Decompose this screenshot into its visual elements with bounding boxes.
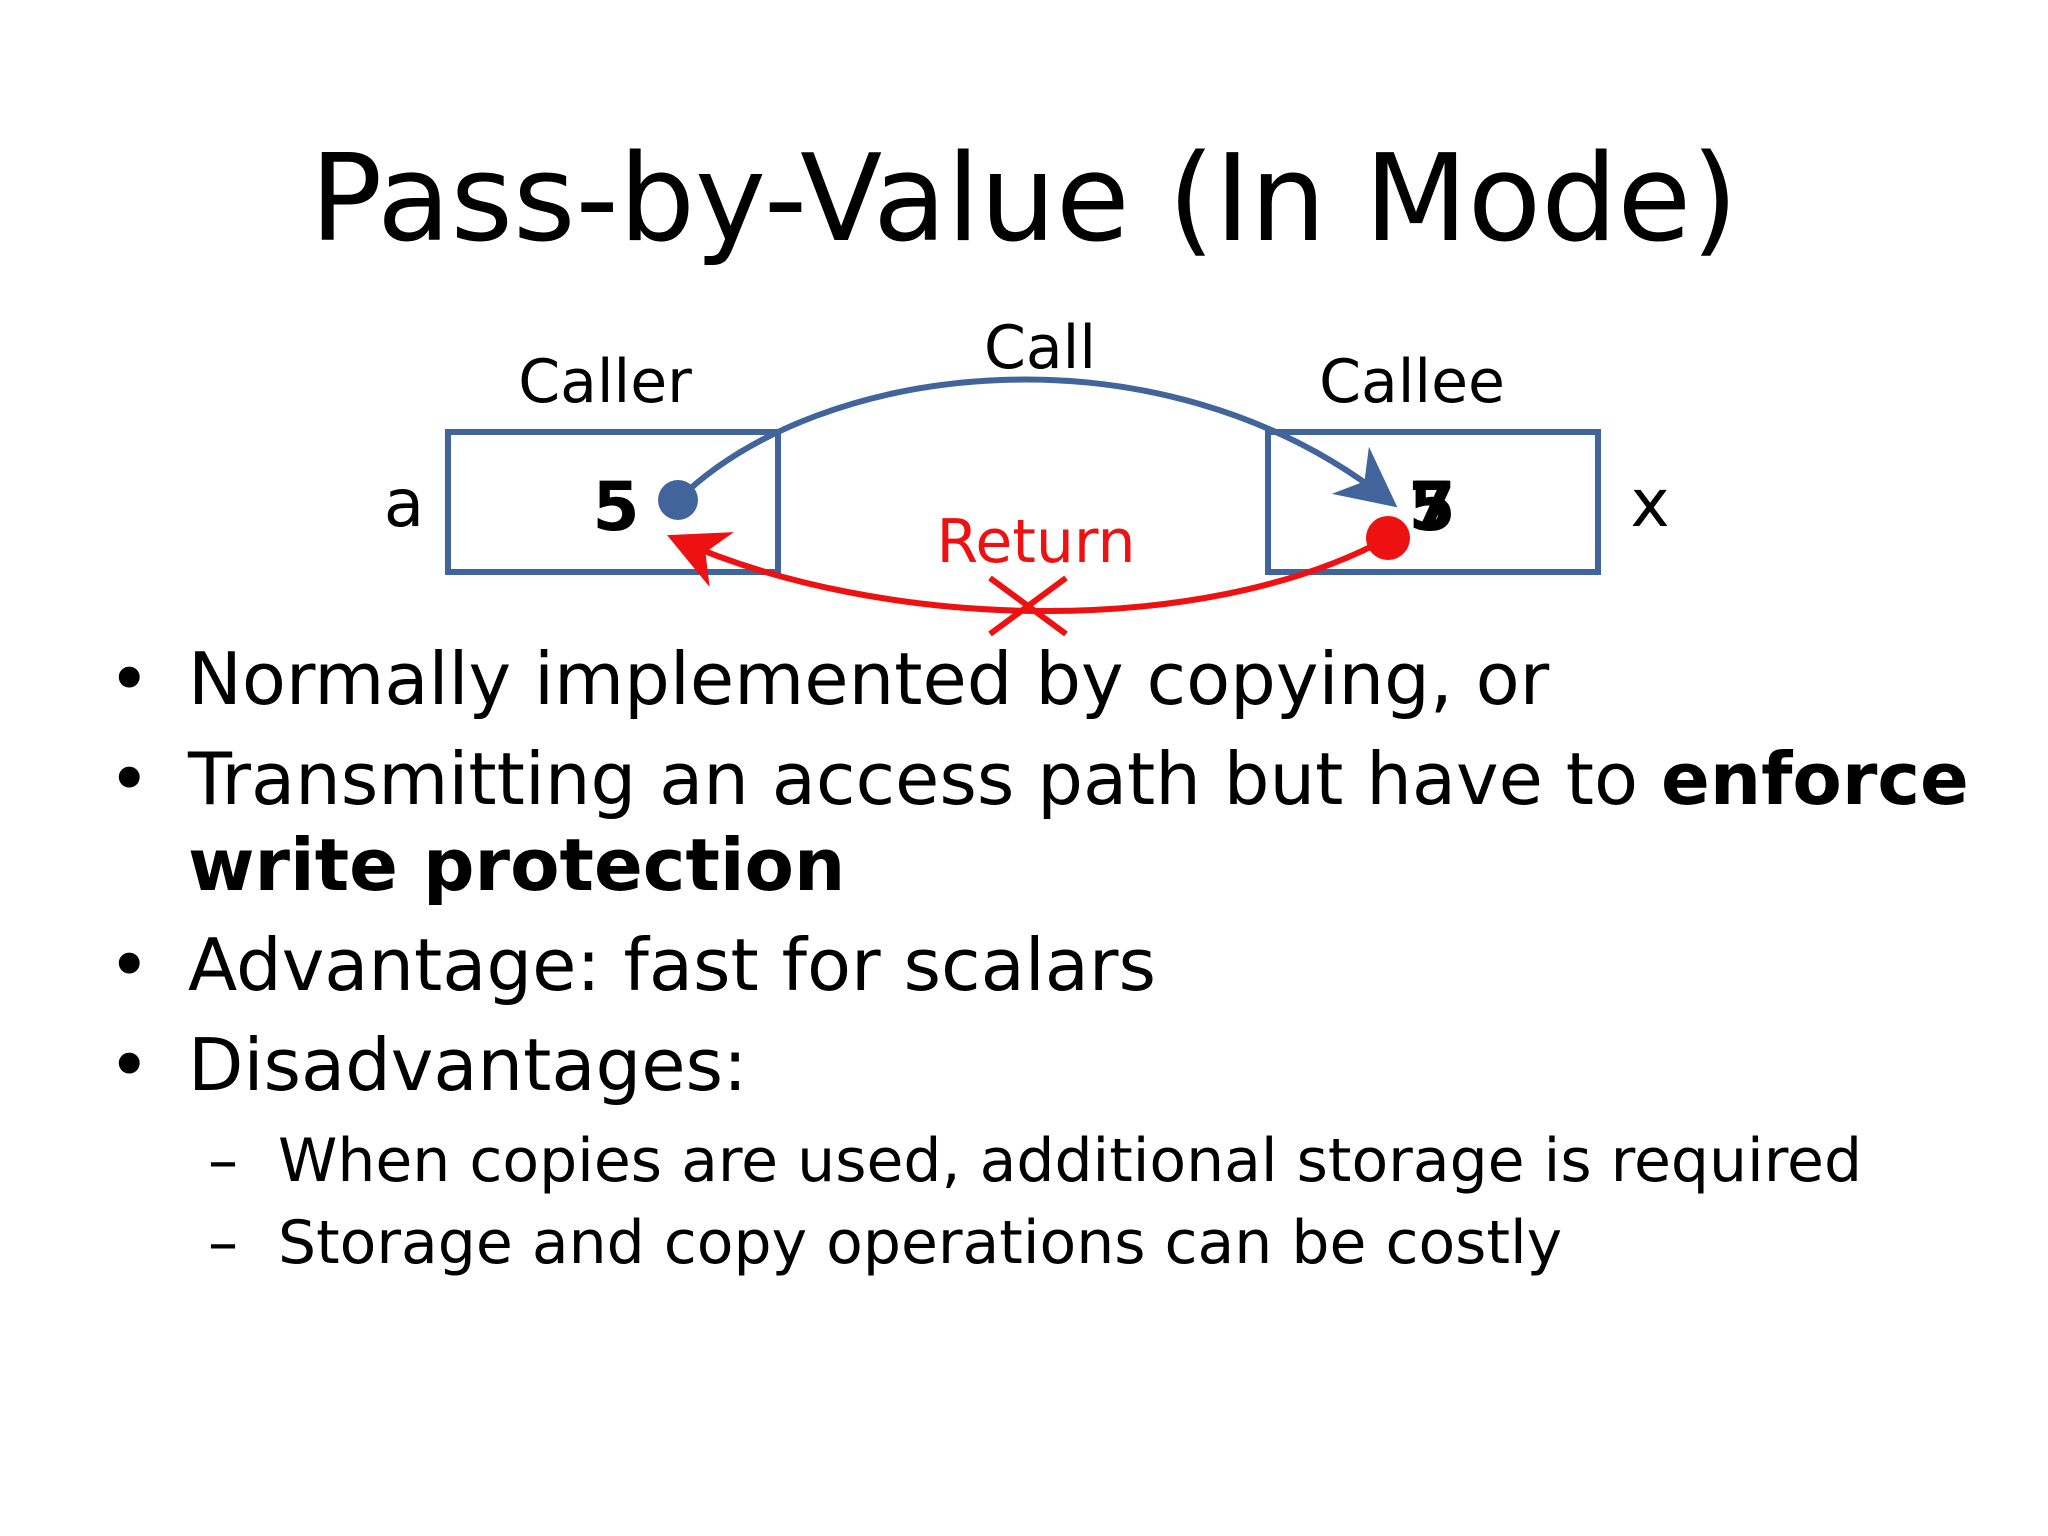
callee-box — [1265, 429, 1601, 575]
callee-value-new: 7 — [1408, 468, 1455, 547]
bullet-dot-icon: • — [108, 637, 151, 721]
bullet-list: • Normally implemented by copying, or • … — [108, 636, 2008, 1286]
callee-variable-x: x — [1630, 465, 1669, 542]
callee-dot — [1366, 516, 1410, 560]
sub-bullet-text: Storage and copy operations can be costl… — [278, 1208, 1563, 1278]
bullet-dot-icon: • — [108, 1023, 151, 1107]
bullet-item: • Transmitting an access path but have t… — [108, 736, 2008, 908]
sub-bullet-text: When copies are used, additional storage… — [278, 1126, 1863, 1196]
call-arrow — [675, 376, 1398, 508]
call-label: Call — [984, 313, 1096, 383]
bullet-dot-icon: • — [108, 737, 151, 821]
pass-by-value-diagram: Caller Callee Call Return a x 5 5 7 — [384, 313, 1670, 637]
callee-label: Callee — [1319, 347, 1505, 417]
return-label: Return — [936, 507, 1135, 577]
caller-dot — [658, 480, 698, 520]
sub-bullet-dash-icon: – — [208, 1126, 238, 1196]
caller-value: 5 — [592, 468, 639, 547]
bullet-item: • Normally implemented by copying, or — [108, 636, 2008, 722]
bullet-item: • Advantage: fast for scalars — [108, 922, 2008, 1008]
sub-bullet-item: – When copies are used, additional stora… — [208, 1118, 2008, 1204]
bullet-bold-text: enforce write protection — [188, 737, 1969, 907]
sub-bullet-dash-icon: – — [208, 1208, 238, 1278]
blocked-return-cross-icon — [988, 575, 1068, 637]
slide-title: Pass-by-Value (In Mode) — [309, 130, 1739, 269]
caller-variable-a: a — [384, 465, 424, 542]
bullet-text: Transmitting an access path but have to — [188, 737, 1661, 821]
sub-bullet-item: – Storage and copy operations can be cos… — [208, 1200, 2008, 1286]
bullet-text: Disadvantages: — [188, 1023, 748, 1107]
bullet-dot-icon: • — [108, 923, 151, 1007]
callee-value-old: 5 — [1408, 468, 1455, 547]
caller-label: Caller — [518, 347, 692, 417]
bullet-text: Advantage: fast for scalars — [188, 923, 1156, 1007]
bullet-text: Normally implemented by copying, or — [188, 637, 1550, 721]
bullet-item: • Disadvantages: — [108, 1022, 2008, 1108]
